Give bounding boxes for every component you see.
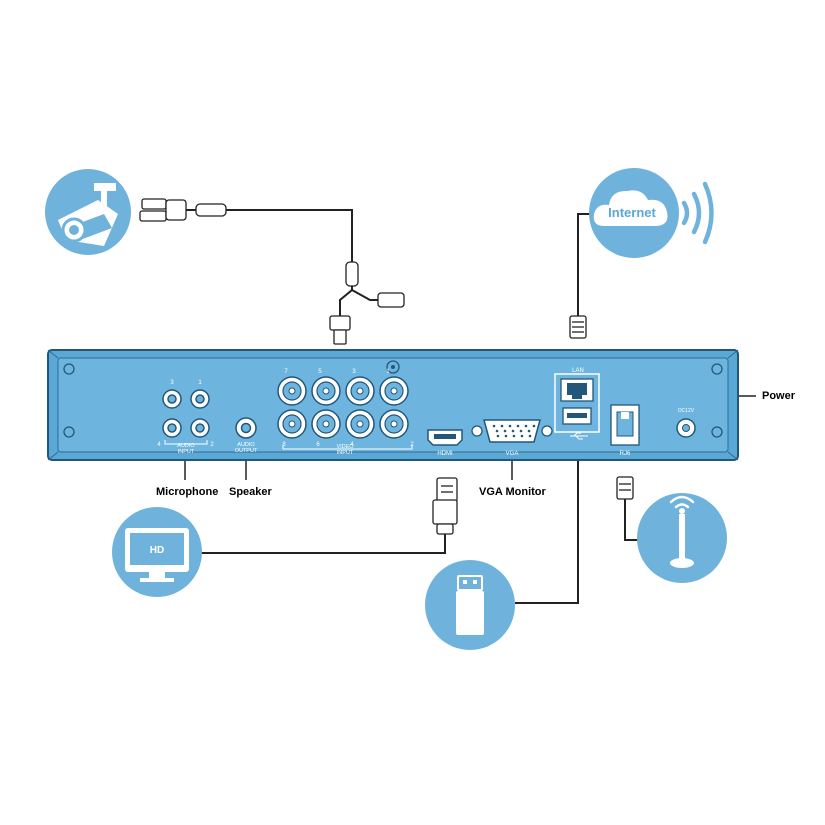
rj6-label: RJ6 (620, 451, 631, 457)
video-channel-number: 7 (284, 369, 288, 375)
internet-label: Internet (608, 205, 656, 220)
hdmi-label: HDMI (437, 451, 453, 457)
usb-cable (515, 445, 579, 604)
power-jack[interactable] (676, 418, 696, 438)
video-channel-number: 3 (352, 369, 356, 375)
speaker-label: Speaker (229, 486, 272, 498)
wifi-antenna-icon (637, 493, 727, 583)
hdmi-cable (200, 525, 446, 554)
video-channel-number: 1 (386, 369, 390, 375)
hdmi-plug (432, 477, 458, 535)
security-camera-icon (45, 169, 131, 255)
lan-label: LAN (572, 368, 584, 374)
audio-input-jacks[interactable] (162, 389, 210, 438)
lan-port[interactable] (560, 378, 594, 402)
bnc-jack-pin (390, 420, 398, 428)
hdmi-port[interactable] (427, 429, 463, 446)
usb-drive-icon (425, 560, 515, 650)
video-channel-number: 8 (282, 442, 286, 448)
bnc-jack-pin (288, 420, 296, 428)
vga-label: VGA (506, 451, 519, 457)
camera-connectors (139, 198, 405, 345)
audio-num-3: 3 (170, 380, 174, 386)
bnc-jack-pin (322, 420, 330, 428)
bnc-jack-pin (356, 420, 364, 428)
bnc-jack-pin (322, 387, 330, 395)
vga-port[interactable] (471, 419, 553, 443)
audio-num-1: 1 (198, 380, 202, 386)
lan-plug (569, 315, 587, 339)
bnc-jack-pin (288, 387, 296, 395)
microphone-label: Microphone (156, 486, 219, 498)
vga-monitor-label: VGA Monitor (479, 486, 546, 498)
rj6-port[interactable] (610, 404, 640, 446)
antenna-cable (624, 497, 640, 541)
wifi-signal-icon (681, 181, 714, 245)
internet-cloud-icon: Internet (589, 168, 679, 258)
audio-num-4: 4 (157, 442, 161, 448)
audio-num-2: 2 (210, 442, 214, 448)
usb-symbol-icon (570, 432, 588, 440)
rj6-plug (616, 476, 634, 500)
video-channel-number: 4 (350, 442, 354, 448)
usb-port[interactable] (562, 407, 592, 425)
bnc-jack-pin (356, 387, 364, 395)
power-label: Power (762, 390, 796, 402)
hd-label: HD (150, 545, 164, 556)
audio-output-jack[interactable] (235, 417, 257, 439)
video-channel-number: 6 (316, 442, 320, 448)
hd-monitor-icon: HD (112, 507, 202, 597)
video-channel-number: 5 (318, 369, 322, 375)
bnc-jack-pin (390, 387, 398, 395)
power-spec-label: DC12V (678, 408, 695, 414)
